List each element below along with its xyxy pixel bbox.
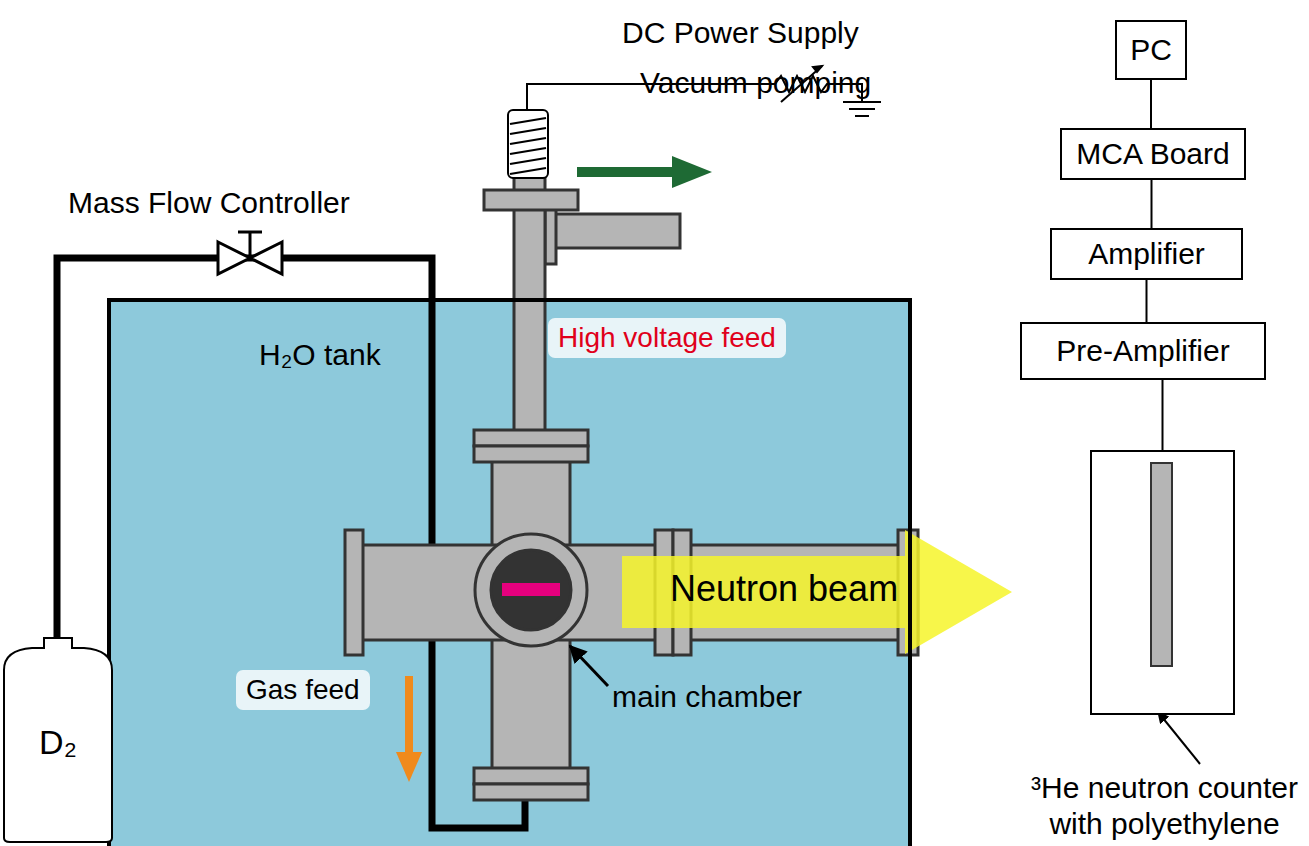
mca-box: MCA Board [1060, 128, 1246, 180]
insulator-rib [510, 128, 546, 134]
leader-line [570, 646, 608, 686]
valve-symbol [218, 232, 282, 274]
node-label: D₂ [39, 723, 77, 762]
insulator-rib [510, 168, 546, 174]
vacuum-arrow [577, 156, 712, 188]
neutron-counter: ³He neutron counter with polyethylene [1090, 450, 1235, 715]
node-label: PC [1130, 33, 1172, 68]
signal-wire [1146, 280, 1148, 322]
signal-wire [1150, 80, 1152, 128]
amplifier-box: Amplifier [1050, 228, 1243, 280]
node-label: MCA Board [1076, 137, 1229, 172]
water-fill [107, 298, 912, 846]
leader-line [1158, 712, 1200, 764]
node-label: H₂O tank [259, 338, 381, 373]
gas-feed-label: Gas feed [236, 670, 370, 710]
signal-wire [1151, 180, 1153, 228]
signal-wire [1162, 380, 1164, 450]
insulator [508, 110, 548, 178]
beam-label: Neutron beam [670, 568, 898, 609]
gas-feed-arrow [396, 676, 422, 782]
pc-box: PC [1115, 20, 1187, 80]
cylinder-path [4, 638, 112, 842]
insulator-rib [510, 138, 546, 144]
counter-tube [1150, 462, 1173, 667]
supply-label: DC Power Supply [622, 16, 859, 51]
insulator-rib [510, 118, 546, 124]
vacuum-chamber [345, 176, 918, 800]
chamber-label: main chamber [612, 680, 802, 715]
neutron-beam-arrow [622, 530, 1012, 654]
feed-label: High voltage feed [548, 318, 786, 358]
preamplifier-box: Pre-Amplifier [1020, 322, 1266, 380]
node-label: Pre-Amplifier [1056, 334, 1229, 369]
power-wire [527, 66, 881, 116]
node-label: Amplifier [1088, 237, 1205, 272]
node-label: ³He neutron counter with polyethylene [1022, 770, 1307, 842]
gas-cylinder: D₂ [2, 632, 114, 844]
insulator-rib [510, 158, 546, 164]
gas-line [57, 258, 525, 828]
pump-label: Vacuum pomping [640, 66, 871, 101]
flow-controller-label: Mass Flow Controller [68, 186, 350, 221]
insulator-rib [510, 148, 546, 154]
